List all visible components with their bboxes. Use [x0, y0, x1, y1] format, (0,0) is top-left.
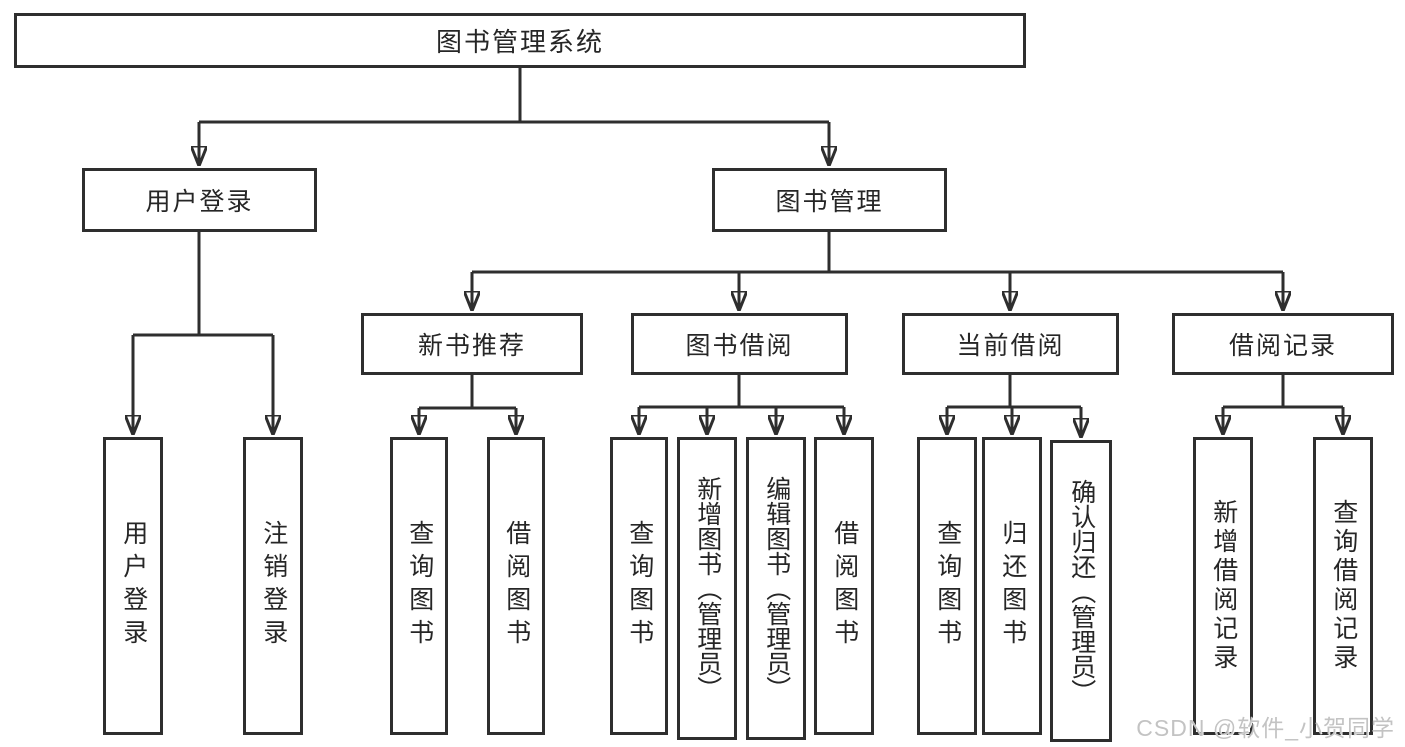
node-label: 归还图书 [998, 520, 1027, 652]
node-user-login: 用户登录 [82, 168, 317, 232]
node-new-book-recommend: 新书推荐 [361, 313, 583, 375]
connector-borrow-records-trunk [1223, 375, 1343, 409]
node-current-borrow: 当前借阅 [902, 313, 1119, 375]
connector-book-management-trunk [472, 232, 1283, 274]
node-label: 新书推荐 [417, 332, 526, 360]
node-label: 查询图书 [933, 520, 962, 652]
node-label: 借阅图书 [830, 520, 859, 652]
node-label: 查询图书 [625, 520, 654, 652]
node-leaf-add-borrow-record: 新增借阅记录 [1193, 437, 1253, 735]
node-label: 查询借阅记录 [1329, 499, 1358, 673]
connector-book-borrow-trunk [639, 375, 844, 409]
node-leaf-add-books-admin: 新增图书（管理员） [677, 437, 737, 740]
node-leaf-edit-books-admin: 编辑图书（管理员） [746, 437, 806, 740]
node-label: 确认归还（管理员） [1067, 478, 1096, 704]
node-label: 编辑图书（管理员） [762, 476, 791, 701]
node-label: 新增图书（管理员） [693, 476, 722, 701]
node-leaf-confirm-return-admin: 确认归还（管理员） [1050, 440, 1112, 742]
node-leaf-query-books-borrow: 查询图书 [610, 437, 668, 735]
connector-new-book-trunk [419, 375, 516, 410]
node-leaf-user-login: 用户登录 [103, 437, 163, 735]
connector-user-login-trunk [133, 232, 273, 337]
node-leaf-query-books-recommend: 查询图书 [390, 437, 448, 735]
csdn-watermark: CSDN @软件_小贺同学 [1136, 715, 1395, 741]
connector-root-trunk [199, 68, 829, 124]
node-label: 图书管理 [775, 188, 884, 216]
node-borrow-records: 借阅记录 [1172, 313, 1394, 375]
node-label: 注销登录 [259, 520, 288, 652]
node-leaf-borrow-books: 借阅图书 [814, 437, 874, 735]
node-leaf-query-books-current: 查询图书 [917, 437, 977, 735]
node-label: 用户登录 [119, 520, 148, 652]
connector-current-borrow-trunk [947, 375, 1081, 409]
node-label: 新增借阅记录 [1209, 499, 1238, 673]
node-leaf-borrow-books-recommend: 借阅图书 [487, 437, 545, 735]
node-label: 图书借阅 [685, 332, 794, 360]
node-label: 用户登录 [145, 188, 254, 216]
node-library-management-system: 图书管理系统 [14, 13, 1026, 68]
node-label: 借阅图书 [502, 520, 531, 652]
node-book-borrow: 图书借阅 [631, 313, 848, 375]
node-leaf-return-books: 归还图书 [982, 437, 1042, 735]
node-book-management: 图书管理 [712, 168, 947, 232]
node-label: 图书管理系统 [435, 27, 604, 57]
node-label: 查询图书 [405, 520, 434, 652]
node-label: 借阅记录 [1228, 332, 1337, 360]
node-leaf-logout: 注销登录 [243, 437, 303, 735]
node-label: 当前借阅 [956, 332, 1065, 360]
node-leaf-query-borrow-record: 查询借阅记录 [1313, 437, 1373, 735]
